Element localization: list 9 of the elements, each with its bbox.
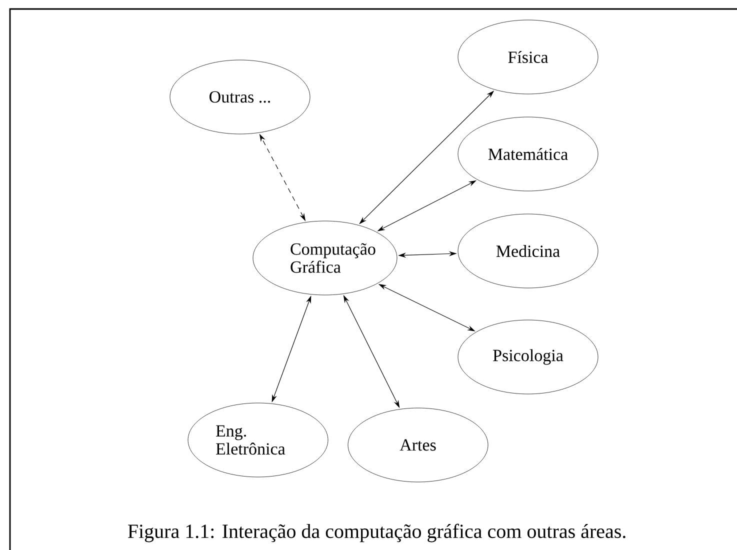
caption: Figura 1.1: Interação da computação gráfica com outras áreas. [128, 524, 626, 542]
ellipse-node: Matemática [458, 116, 598, 192]
ellipse-node: Medicina [458, 214, 598, 288]
ellipse-node: Computação Gráfica [252, 220, 398, 296]
ellipse-node: Artes [348, 408, 488, 482]
ellipse-node: Outras ... [170, 60, 310, 134]
ellipse-node: Psicologia [458, 320, 598, 394]
ellipse-node: Eng. Eletrônica [188, 402, 328, 478]
ellipse-node: Física [458, 20, 598, 94]
